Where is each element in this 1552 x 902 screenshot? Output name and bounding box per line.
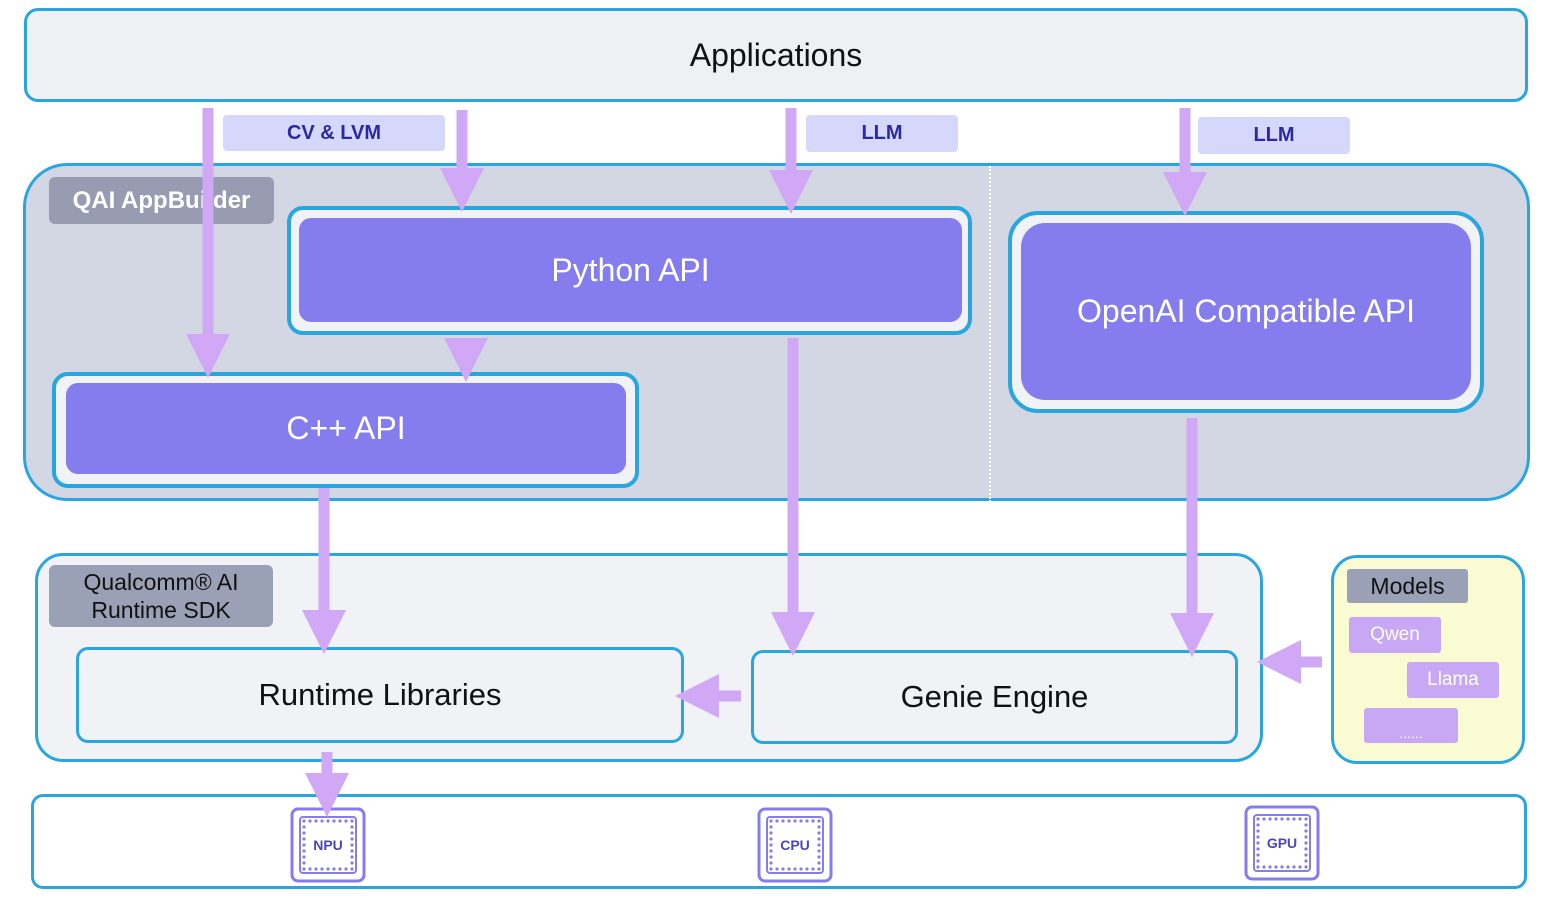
- cv-lvm-tag-label: CV & LVM: [286, 121, 382, 144]
- cv-lvm-tag: CV & LVM: [223, 115, 445, 151]
- runtime-libraries-label: Runtime Libraries: [258, 677, 502, 712]
- cpp-api-label: C++ API: [286, 410, 406, 446]
- appbuilder-label-text: QAI AppBuilder: [72, 186, 251, 214]
- model-llama: Llama: [1407, 662, 1499, 698]
- cpu-chip-icon: CPU: [757, 807, 833, 883]
- gpu-chip-label: GPU: [1267, 835, 1297, 851]
- models-label-text: Models: [1370, 572, 1445, 599]
- genie-engine-box: Genie Engine: [751, 650, 1238, 744]
- python-api-box: Python API: [299, 218, 962, 322]
- cpp-api-box: C++ API: [66, 383, 626, 474]
- appbuilder-divider: [989, 166, 991, 502]
- model-qwen-label: Qwen: [1370, 624, 1420, 645]
- model-more: ......: [1364, 708, 1458, 743]
- model-more-label: ......: [1399, 724, 1423, 741]
- openai-api-label: OpenAI Compatible API: [1077, 293, 1415, 329]
- models-label: Models: [1347, 569, 1468, 603]
- python-api-label: Python API: [551, 251, 710, 288]
- model-llama-label: Llama: [1427, 669, 1479, 690]
- runtime-sdk-label-line2: Runtime SDK: [91, 597, 231, 623]
- appbuilder-label: QAI AppBuilder: [49, 177, 274, 224]
- applications-bar: Applications: [24, 8, 1528, 102]
- runtime-sdk-label: Qualcomm® AI Runtime SDK: [49, 565, 273, 627]
- cpu-chip-label: CPU: [780, 837, 810, 853]
- genie-engine-label: Genie Engine: [900, 679, 1089, 714]
- npu-chip-label: NPU: [313, 837, 343, 853]
- llm-tag-openai-label: LLM: [1253, 124, 1295, 146]
- openai-api-box: OpenAI Compatible API: [1021, 223, 1471, 400]
- gpu-chip-icon: GPU: [1244, 805, 1320, 881]
- runtime-libraries-box: Runtime Libraries: [76, 647, 684, 743]
- llm-tag-openai: LLM: [1198, 117, 1350, 154]
- llm-tag-python-label: LLM: [861, 122, 903, 144]
- applications-label: Applications: [689, 36, 863, 73]
- model-qwen: Qwen: [1349, 617, 1441, 653]
- runtime-sdk-label-line1: Qualcomm® AI: [83, 569, 239, 595]
- llm-tag-python: LLM: [806, 115, 958, 152]
- npu-chip-icon: NPU: [290, 807, 366, 883]
